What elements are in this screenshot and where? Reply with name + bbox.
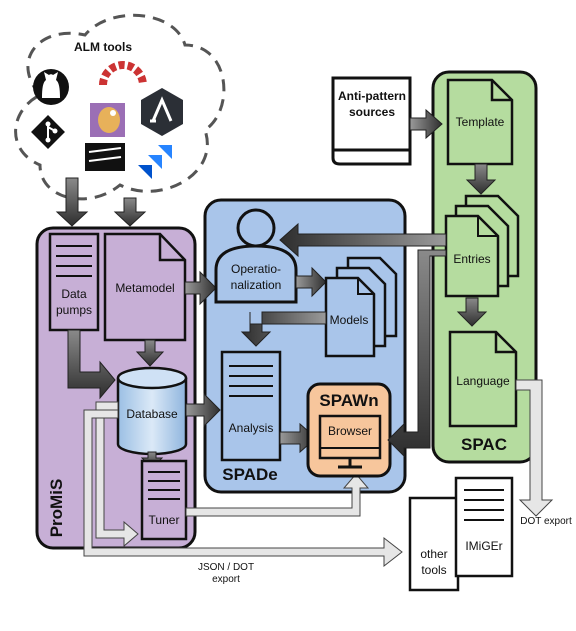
template-label: Template [456, 115, 505, 129]
entries-to-browser-arrow [387, 249, 447, 458]
alm-tools-group: ALM tools [14, 13, 226, 201]
github-icon [33, 69, 69, 105]
entries-label: Entries [453, 252, 490, 266]
data-pumps-label-1: Data [61, 287, 87, 301]
operationalization-person: Operatio- nalization [214, 208, 298, 304]
operationalization-label-1: Operatio- [231, 262, 281, 276]
tuner-doc: Tuner [140, 459, 188, 541]
database-label: Database [126, 407, 178, 421]
anti-pattern-sources-label-1: Anti-pattern [338, 89, 406, 103]
json-dot-export-label-2: export [212, 574, 240, 585]
json-dot-export-arrow [83, 409, 403, 568]
pumps-to-db-arrow [67, 329, 116, 400]
anti-pattern-sources-book: Anti-pattern sources [331, 76, 412, 166]
template-doc: Template [446, 78, 514, 166]
other-tools-doc: other tools [408, 496, 460, 592]
alm-tools-title: ALM tools [74, 40, 132, 54]
redmine-icon [99, 61, 147, 86]
azure-devops-icon [141, 88, 183, 136]
language-doc: Language [448, 330, 518, 428]
models-label: Models [330, 313, 369, 327]
sources-to-template-arrow [409, 108, 443, 140]
language-label: Language [456, 374, 510, 388]
other-tools-label-1: other [420, 547, 447, 561]
tuner-label: Tuner [149, 513, 180, 527]
alm-to-promis-arrows [55, 177, 147, 227]
dot-export-arrow [515, 379, 554, 517]
operationalization-to-models-arrow [295, 266, 327, 298]
models-to-analysis-arrow [240, 311, 327, 347]
models-doc-stack: Models [324, 256, 398, 358]
bugzilla-icon [90, 103, 125, 137]
imiger-label: IMiGEr [465, 539, 502, 553]
entries-to-language-arrow [456, 297, 488, 327]
entries-to-operationalization-arrow [279, 222, 447, 258]
database-cylinder: Database [116, 366, 188, 456]
metamodel-to-operationalization-arrow [184, 270, 217, 306]
template-to-entries-arrow [465, 163, 497, 195]
other-tools-label-2: tools [421, 563, 446, 577]
gitlab-icon [85, 143, 125, 171]
metamodel-doc: Metamodel [103, 232, 187, 342]
analysis-label: Analysis [229, 421, 274, 435]
db-to-analysis-arrow [185, 392, 221, 428]
metamodel-to-db-arrow [135, 339, 165, 367]
data-pumps-doc: Data pumps [48, 232, 100, 332]
browser-monitor-icon[interactable]: Browser [318, 414, 382, 469]
browser-label: Browser [328, 424, 372, 438]
spade-title: SPADe [222, 465, 277, 484]
spac-title: SPAC [461, 435, 507, 454]
data-pumps-label-2: pumps [56, 303, 92, 317]
spawn-title: SPAWn [319, 391, 378, 410]
imiger-doc: IMiGEr [454, 476, 514, 578]
jira-icon [138, 145, 172, 179]
entries-doc-stack: Entries [444, 194, 520, 298]
dot-export-label: DOT export [520, 516, 572, 527]
tuner-to-browser-arrow [185, 473, 370, 517]
json-dot-export-label-1: JSON / DOT [198, 562, 254, 573]
anti-pattern-sources-label-2: sources [349, 105, 395, 119]
promis-title: ProMiS [47, 479, 66, 538]
metamodel-label: Metamodel [115, 281, 174, 295]
analysis-doc: Analysis [220, 350, 282, 462]
operationalization-label-2: nalization [231, 278, 282, 292]
